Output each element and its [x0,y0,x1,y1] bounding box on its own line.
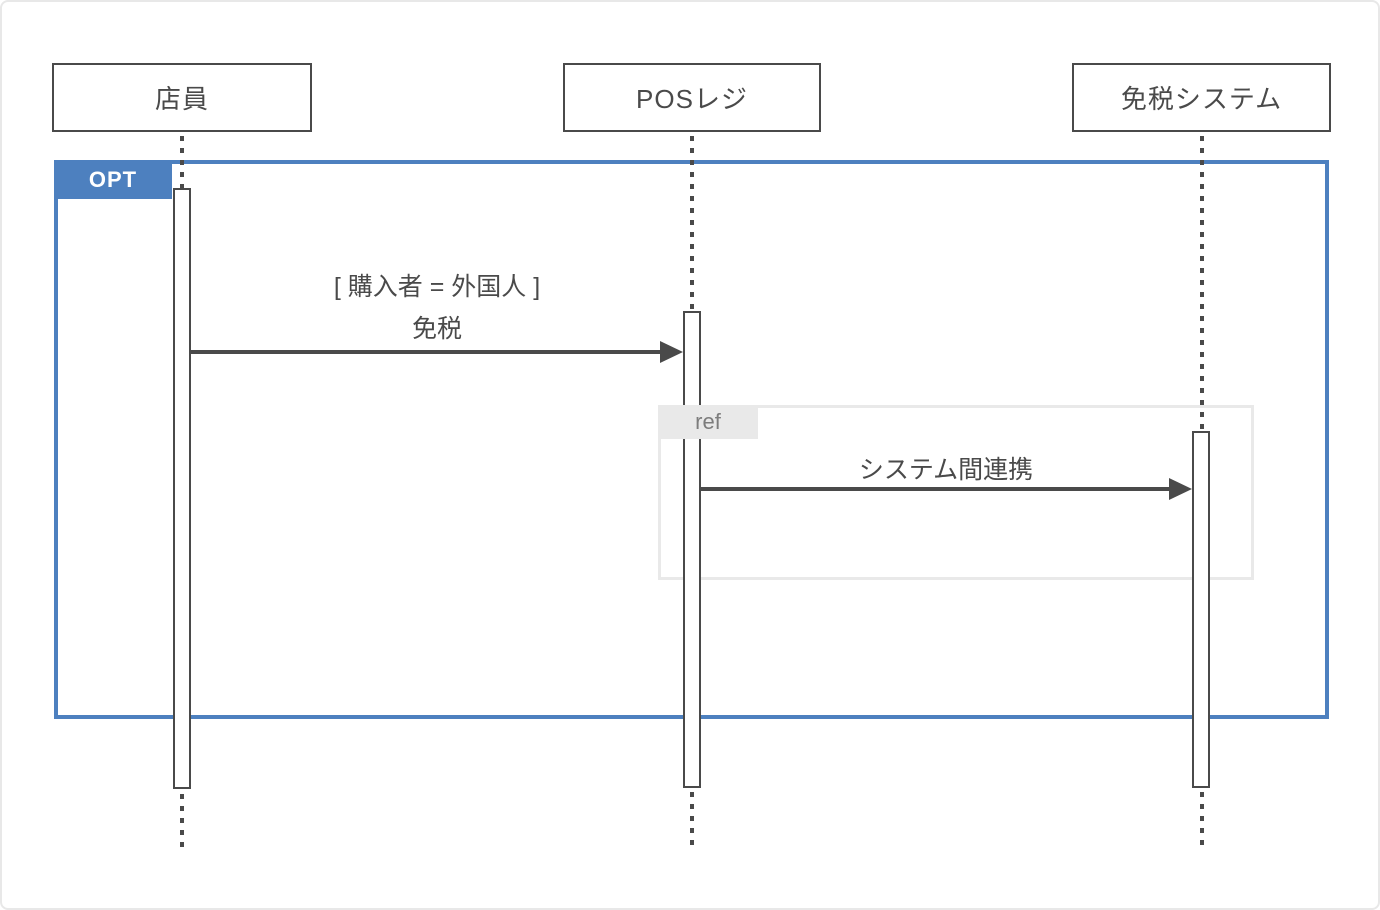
activation-bar-clerk [173,188,191,789]
lifeline-pos [690,136,694,311]
lifeline-clerk-bottom [180,794,184,852]
message-2-label: システム間連携 [858,456,1034,484]
actor-label-clerk: 店員 [154,84,209,114]
actor-box-pos: POSレジ [563,63,821,132]
message-2-arrow [701,478,1192,500]
message-1-name-text: 免税 [411,315,462,343]
ref-fragment-label: ref [658,405,758,439]
arrowhead-right-icon [1169,478,1192,500]
activation-bar-taxfree [1192,431,1210,788]
arrowhead-right-icon [660,341,683,363]
activation-bar-pos [683,311,701,788]
actor-label-pos: POSレジ [636,84,748,114]
lifeline-pos-bottom [690,792,694,852]
message-1-label: [ 購入者 = 外国人 ] 免税 [237,266,637,350]
message-1-guard-text: [ 購入者 = 外国人 ] [333,273,541,301]
message-1-arrow [191,341,683,363]
lifeline-taxfree [1200,136,1204,431]
actor-label-taxfree: 免税システム [1120,84,1283,114]
actor-box-clerk: 店員 [52,63,312,132]
ref-fragment-frame [658,405,1254,580]
lifeline-clerk [180,136,184,188]
opt-fragment-label: OPT [54,160,172,199]
lifeline-taxfree-bottom [1200,792,1204,852]
actor-box-taxfree: 免税システム [1072,63,1331,132]
